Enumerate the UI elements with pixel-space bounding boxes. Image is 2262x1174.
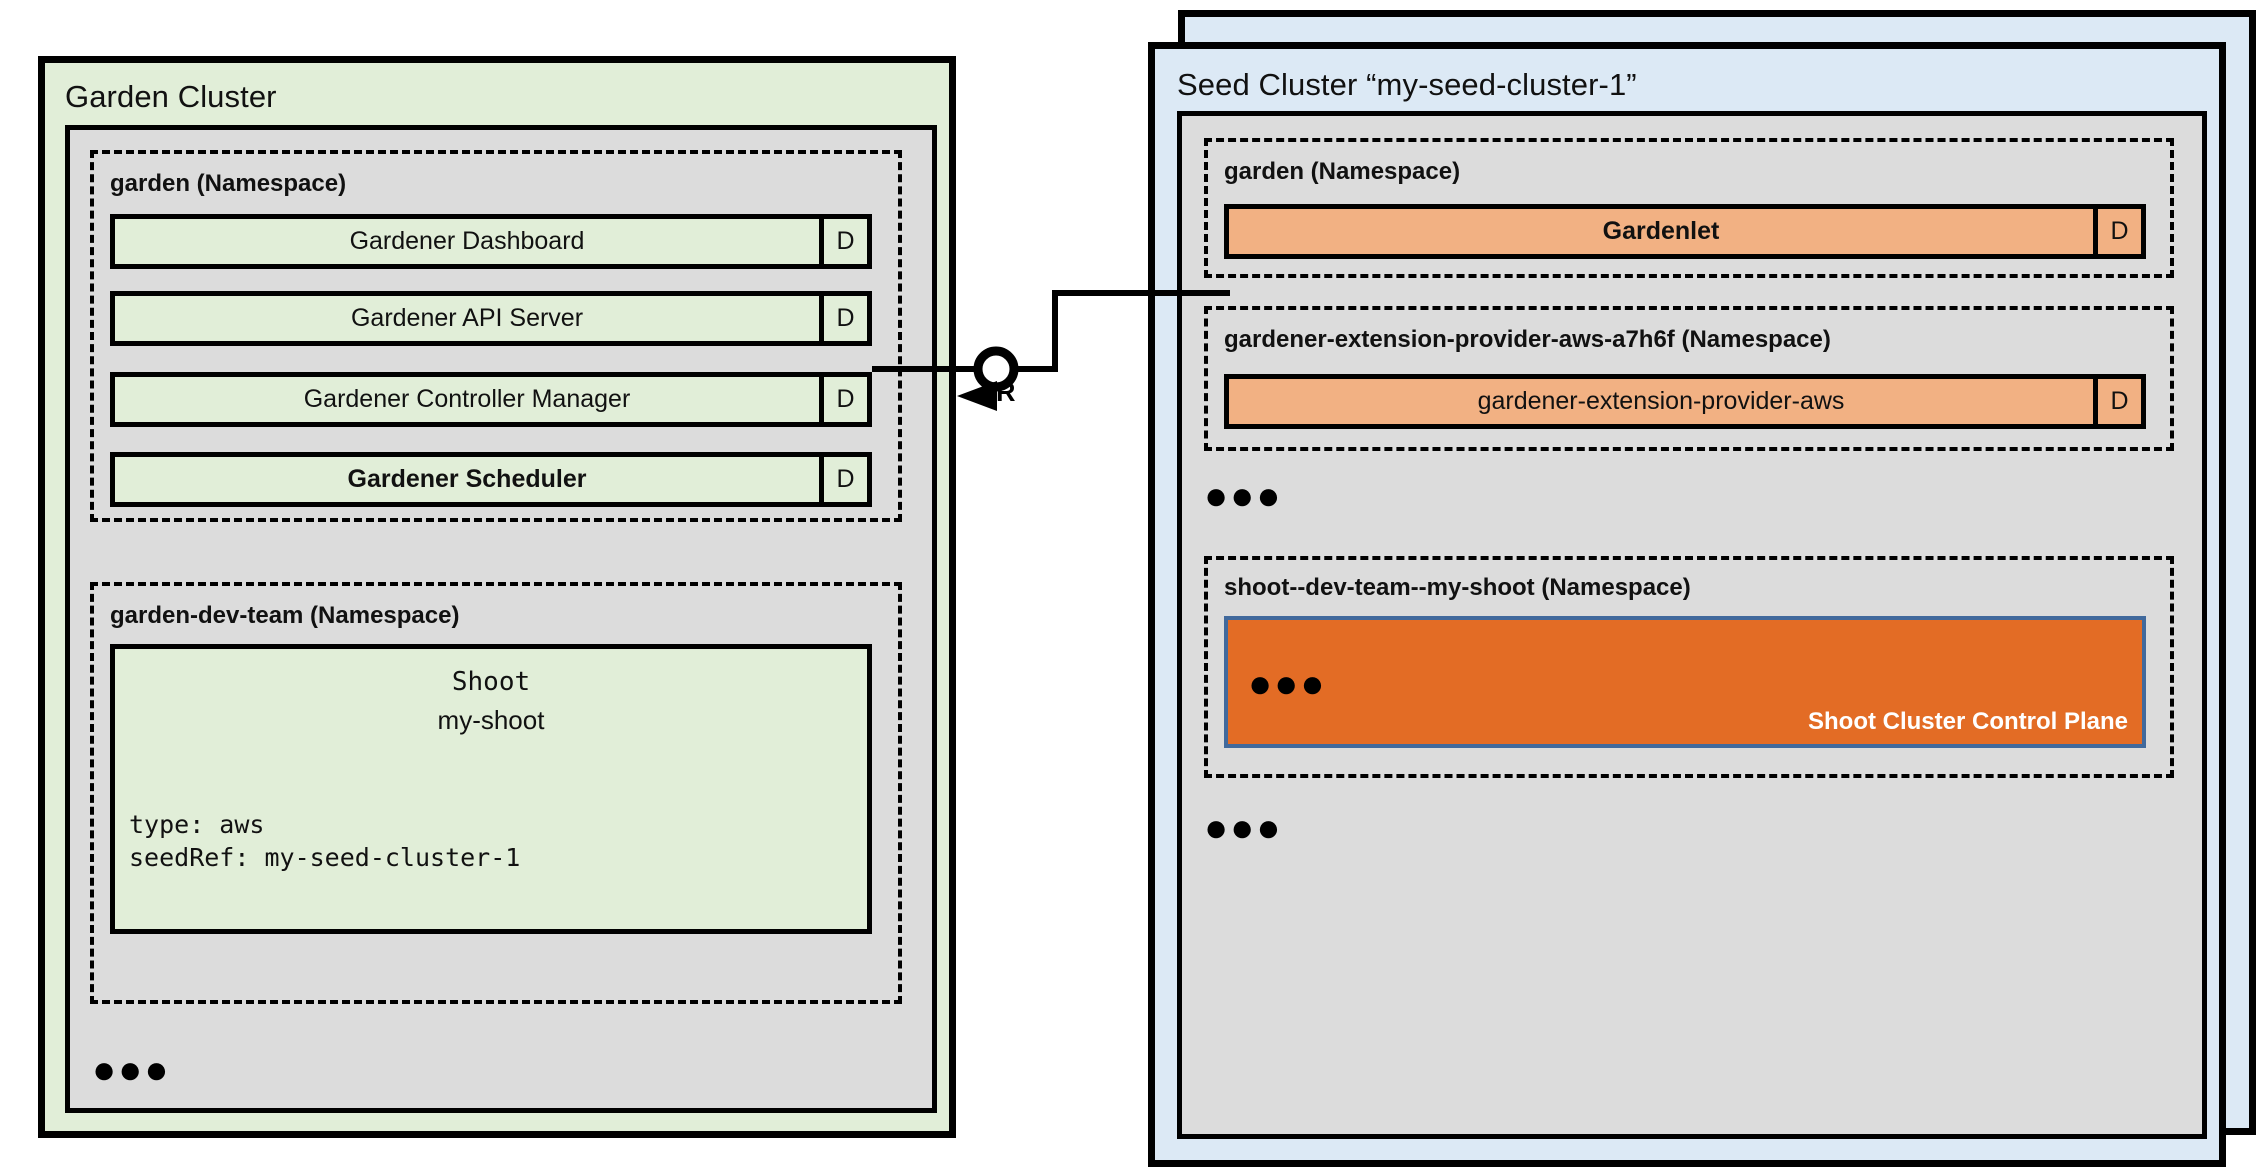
- seed-namespace-garden-label: garden (Namespace): [1224, 158, 1461, 185]
- component-gardener-controller-manager[interactable]: Gardener Controller Manager D: [110, 372, 872, 427]
- component-gardener-api-server[interactable]: Gardener API Server D: [110, 291, 872, 346]
- seed-cluster-title: Seed Cluster “my-seed-cluster-1”: [1177, 67, 1637, 102]
- connector-label: R: [996, 377, 1016, 407]
- component-gardener-extension-provider-aws-label: gardener-extension-provider-aws: [1477, 387, 1845, 415]
- component-gardener-extension-provider-aws-kind: D: [2093, 379, 2141, 424]
- garden-cluster-nodes-panel: garden (Namespace) Gardener Dashboard D …: [65, 125, 937, 1113]
- seed-namespace-extension-provider-aws: gardener-extension-provider-aws-a7h6f (N…: [1204, 306, 2174, 451]
- seed-namespace-garden: garden (Namespace) Gardenlet D: [1204, 138, 2174, 278]
- component-gardener-scheduler[interactable]: Gardener Scheduler D: [110, 452, 872, 507]
- garden-namespace-garden: garden (Namespace) Gardener Dashboard D …: [90, 150, 902, 522]
- component-gardenlet-kind: D: [2093, 209, 2141, 254]
- component-gardener-dashboard-label: Gardener Dashboard: [349, 227, 585, 255]
- component-gardenlet-label: Gardenlet: [1602, 217, 1720, 245]
- seed-cluster: Seed Cluster “my-seed-cluster-1” garden …: [1148, 42, 2226, 1167]
- shoot-cluster-control-plane-label: Shoot Cluster Control Plane: [1807, 708, 2128, 735]
- seed-cluster-nodes-panel: garden (Namespace) Gardenlet D gardener-…: [1177, 111, 2207, 1139]
- component-gardener-dashboard[interactable]: Gardener Dashboard D: [110, 214, 872, 269]
- component-gardener-controller-manager-kind: D: [819, 377, 867, 422]
- garden-namespace-garden-dev-team-label: garden-dev-team (Namespace): [110, 602, 460, 629]
- garden-namespace-garden-dev-team: garden-dev-team (Namespace) Shoot my-sho…: [90, 582, 902, 1004]
- seed-namespace-extension-provider-aws-label: gardener-extension-provider-aws-a7h6f (N…: [1224, 326, 1831, 353]
- component-gardener-scheduler-kind: D: [819, 457, 867, 502]
- component-gardener-dashboard-kind: D: [819, 219, 867, 264]
- shoot-resource-spec-type: type: aws: [129, 810, 265, 839]
- component-gardener-api-server-label: Gardener API Server: [350, 304, 584, 332]
- shoot-resource-spec-seedref: seedRef: my-seed-cluster-1: [129, 843, 521, 872]
- component-gardenlet[interactable]: Gardenlet D: [1224, 204, 2146, 259]
- component-gardener-scheduler-label: Gardener Scheduler: [347, 465, 587, 493]
- component-gardener-api-server-kind: D: [819, 296, 867, 341]
- seed-namespace-shoot-dev-team-my-shoot-label: shoot--dev-team--my-shoot (Namespace): [1224, 574, 1691, 601]
- component-gardener-extension-provider-aws[interactable]: gardener-extension-provider-aws D: [1224, 374, 2146, 429]
- seed-namespace-shoot-dev-team-my-shoot: shoot--dev-team--my-shoot (Namespace) ●●…: [1204, 556, 2174, 778]
- garden-cluster: Garden Cluster garden (Namespace) Garden…: [38, 56, 956, 1138]
- shoot-cluster-control-plane[interactable]: ●●● Shoot Cluster Control Plane: [1224, 616, 2146, 748]
- garden-namespace-garden-label: garden (Namespace): [110, 170, 347, 197]
- shoot-resource-card[interactable]: Shoot my-shoot type: aws seedRef: my-see…: [110, 644, 872, 934]
- connector-arrowhead: [957, 381, 997, 411]
- shoot-resource-name: my-shoot: [437, 705, 545, 735]
- component-gardener-controller-manager-label: Gardener Controller Manager: [303, 385, 631, 413]
- garden-cluster-title: Garden Cluster: [65, 79, 277, 114]
- shoot-resource-kind: Shoot: [451, 667, 531, 697]
